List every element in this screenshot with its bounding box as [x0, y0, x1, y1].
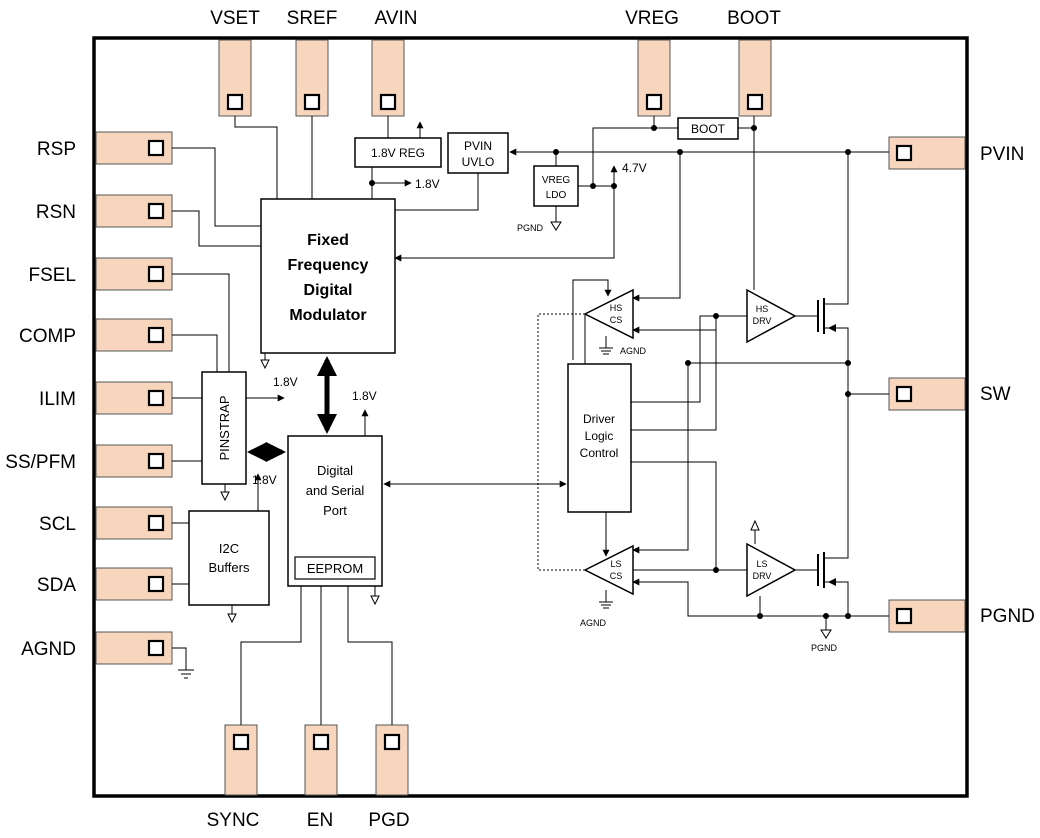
pin-en: EN	[304, 724, 338, 831]
pin-sync: SYNC	[207, 724, 260, 831]
pin-label-sda: SDA	[37, 575, 76, 596]
pvin-uvlo-line-1: PVIN	[464, 139, 492, 153]
pin-label-sync: SYNC	[207, 810, 260, 831]
pin-label-sref: SREF	[287, 8, 338, 29]
chip-outline	[92, 36, 969, 798]
hs-cs-comparator: HS CS	[583, 288, 634, 340]
pin-label-rsn: RSN	[36, 202, 76, 223]
pin-fsel: FSEL	[28, 257, 173, 291]
pin-label-sw: SW	[980, 384, 1011, 405]
pin-agnd: AGND	[21, 631, 173, 665]
pin-ilim: ILIM	[39, 381, 173, 415]
modulator-line-4: Modulator	[289, 307, 366, 324]
pin-avin: AVIN	[371, 8, 418, 117]
pin-label-vreg: VREG	[625, 8, 679, 29]
ls-cs-line-2: CS	[610, 571, 623, 581]
pin-label-pgnd: PGND	[980, 606, 1035, 627]
pin-scl: SCL	[39, 506, 173, 540]
pin-pgd: PGD	[368, 724, 410, 831]
pin-boot: BOOT	[727, 8, 781, 117]
pvin-uvlo-line-2: UVLO	[462, 155, 495, 169]
label-pgnd-ldo: PGND	[517, 223, 544, 233]
vreg-ldo-line-2: LDO	[546, 190, 567, 201]
hs-cs-line-2: CS	[610, 315, 623, 325]
pin-sref: SREF	[287, 8, 338, 117]
pin-label-pvin: PVIN	[980, 144, 1024, 165]
modulator-block: Fixed Frequency Digital Modulator	[260, 198, 396, 354]
pin-pvin: PVIN	[888, 136, 1024, 170]
ls-drv-line-2: DRV	[753, 571, 772, 581]
pin-pgnd: PGND	[888, 599, 1035, 633]
pin-label-ilim: ILIM	[39, 389, 76, 410]
pin-label-comp: COMP	[19, 326, 76, 347]
vreg-ldo-block: VREG LDO	[533, 165, 579, 207]
pin-sw: SW	[888, 377, 1011, 411]
boot-label: BOOT	[691, 122, 726, 136]
pin-label-rsp: RSP	[37, 139, 76, 160]
digital-serial-port-block: Digital and Serial Port EEPROM	[287, 435, 383, 587]
pin-label-ss-pfm: SS/PFM	[5, 452, 76, 473]
pvin-uvlo-block: PVIN UVLO	[447, 132, 509, 174]
pin-comp: COMP	[19, 318, 173, 352]
label-agnd-ls: AGND	[580, 618, 607, 628]
ls-cs-comparator: LS CS	[583, 544, 634, 596]
driver-logic-block: Driver Logic Control	[567, 363, 632, 513]
modulator-line-2: Frequency	[288, 257, 369, 274]
digital-port-line-2: and Serial	[306, 483, 365, 498]
pin-label-agnd: AGND	[21, 639, 76, 660]
pin-ss-pfm: SS/PFM	[5, 444, 173, 478]
reg-1v8-block: 1.8V REG	[354, 137, 442, 168]
label-agnd-hs: AGND	[620, 346, 647, 356]
pin-rsn: RSN	[36, 194, 173, 228]
driver-logic-line-1: Driver	[583, 412, 615, 426]
modulator-line-1: Fixed	[307, 232, 349, 249]
i2c-buffers-block: I2C Buffers	[188, 510, 270, 606]
pin-label-pgd: PGD	[368, 810, 409, 831]
hs-driver: HS DRV	[746, 288, 797, 344]
label-1v8-pinstrap: 1.8V	[273, 375, 298, 389]
ls-drv-line-1: LS	[756, 559, 767, 569]
hs-drv-line-2: DRV	[753, 316, 772, 326]
digital-port-line-3: Port	[323, 503, 347, 518]
ls-mosfet	[795, 394, 849, 616]
pin-vset: VSET	[210, 8, 260, 117]
driver-logic-line-2: Logic	[585, 429, 614, 443]
ls-cs-line-1: LS	[610, 559, 621, 569]
modulator-line-3: Digital	[304, 282, 353, 299]
label-1v8-digital: 1.8V	[352, 389, 377, 403]
wiring	[172, 116, 889, 725]
hs-mosfet	[795, 152, 849, 394]
hs-drv-line-1: HS	[756, 304, 769, 314]
pin-sda: SDA	[37, 567, 173, 601]
hs-cs-line-1: HS	[610, 303, 623, 313]
pin-label-avin: AVIN	[375, 8, 418, 29]
pin-label-scl: SCL	[39, 514, 76, 535]
digital-port-line-1: Digital	[317, 463, 353, 478]
i2c-line-2: Buffers	[209, 560, 250, 575]
i2c-line-1: I2C	[219, 541, 239, 556]
vreg-ldo-line-1: VREG	[542, 175, 571, 186]
pinstrap-block: PINSTRAP	[201, 371, 247, 485]
label-1v8-reg: 1.8V	[415, 177, 440, 191]
pin-vreg: VREG	[625, 8, 679, 117]
reg-1v8-label: 1.8V REG	[371, 146, 425, 160]
pin-label-en: EN	[307, 810, 333, 831]
boot-block: BOOT	[677, 117, 739, 140]
pin-label-vset: VSET	[210, 8, 260, 29]
pin-label-boot: BOOT	[727, 8, 781, 29]
label-4v7: 4.7V	[622, 161, 647, 175]
ls-driver: LS DRV	[746, 542, 797, 598]
pin-label-fsel: FSEL	[28, 265, 76, 286]
driver-logic-line-3: Control	[580, 446, 619, 460]
eeprom-label: EEPROM	[307, 561, 363, 576]
pin-rsp: RSP	[37, 131, 173, 165]
label-pgnd-out: PGND	[811, 643, 838, 653]
label-1v8-i2c: 1.8V	[252, 473, 277, 487]
pinstrap-label: PINSTRAP	[217, 395, 232, 460]
